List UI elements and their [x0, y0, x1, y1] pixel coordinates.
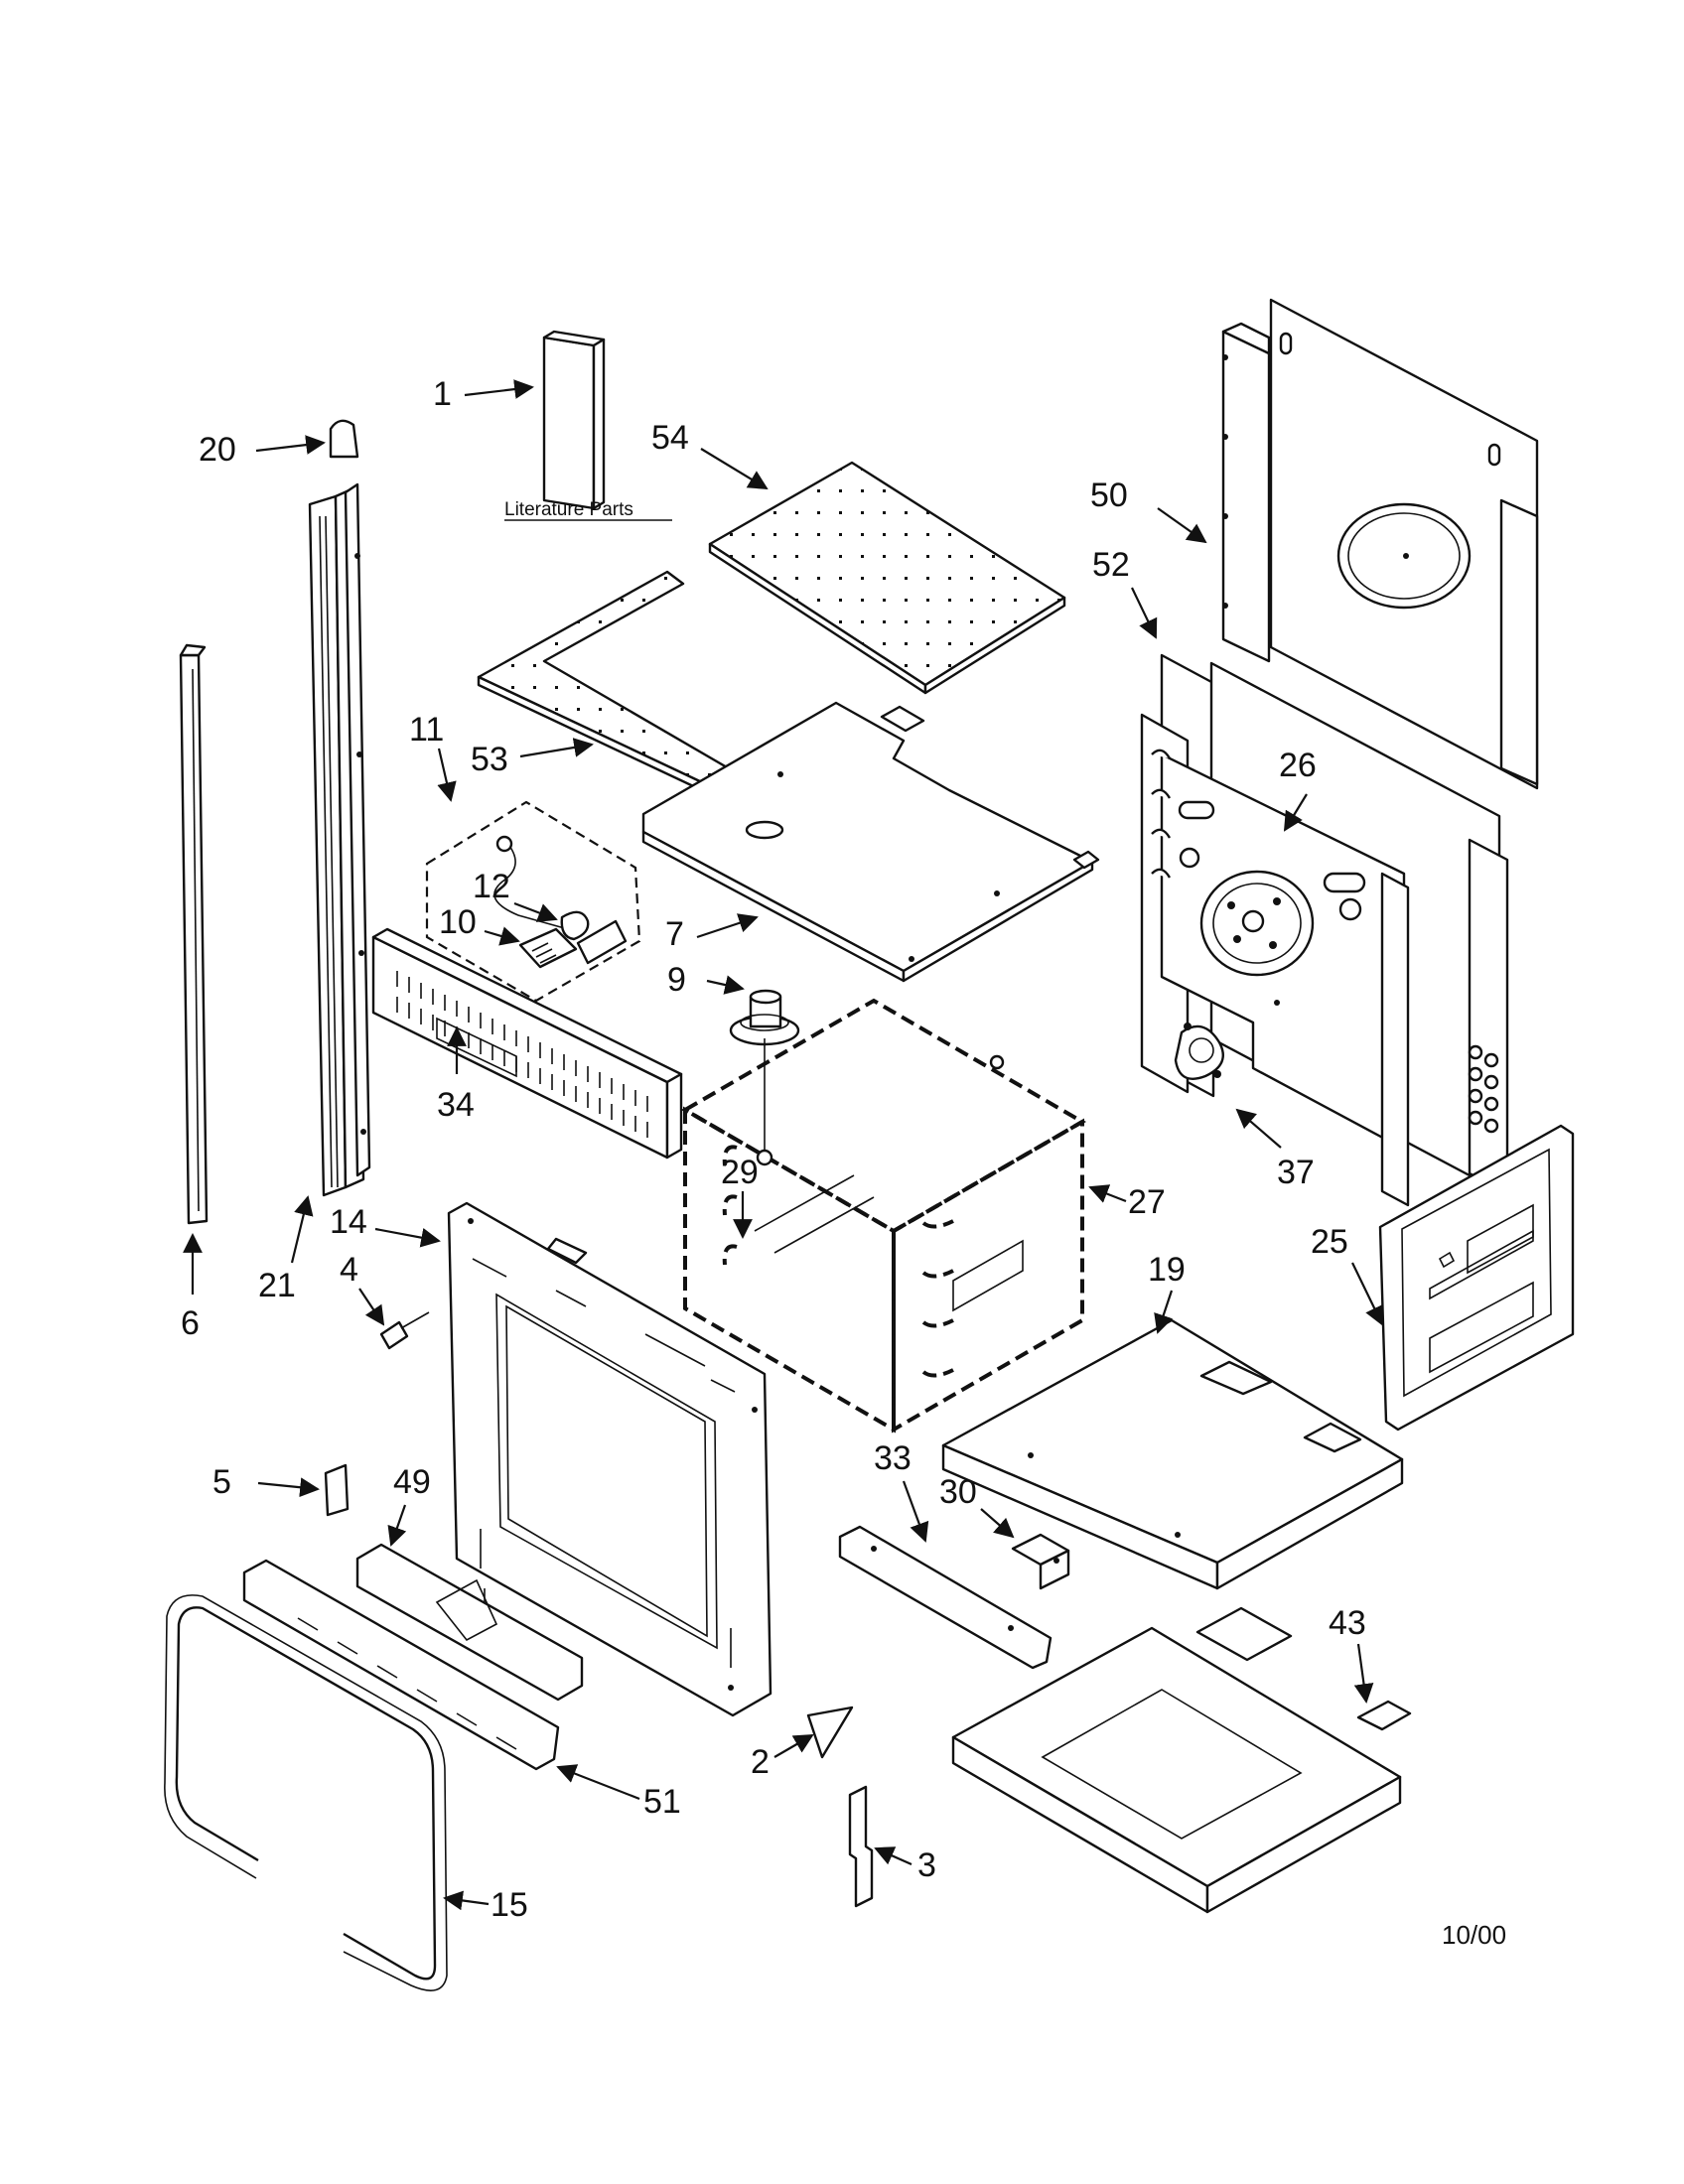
callout-4: 4 [340, 1251, 358, 1289]
callout-10: 10 [439, 903, 477, 941]
callout-54: 54 [651, 419, 689, 457]
part-30-bracket [1011, 1533, 1070, 1590]
part-37-thermal-switch [1174, 1023, 1224, 1080]
part-4-screw [379, 1311, 430, 1350]
literature-book: Literature Parts [504, 330, 672, 521]
part-2-gusset [806, 1706, 854, 1759]
part-15-door-gasket [164, 1594, 448, 1991]
part-5-clip [324, 1463, 350, 1517]
callout-labels: 1 20 54 50 52 11 53 26 12 10 7 9 34 29 2… [181, 375, 1366, 1924]
part-43-bottom-tray [951, 1606, 1412, 1914]
callout-1: 1 [433, 375, 452, 413]
literature-parts-label: Literature Parts [504, 499, 633, 520]
callout-53: 53 [471, 741, 508, 778]
part-25-side-panel [1378, 1124, 1575, 1432]
part-51-kick-plate [242, 1559, 560, 1771]
part-19-bottom-cover [941, 1318, 1404, 1590]
callout-51: 51 [643, 1783, 681, 1821]
callout-33: 33 [874, 1439, 912, 1477]
callout-12: 12 [473, 868, 510, 905]
callout-3: 3 [917, 1846, 936, 1884]
part-21-side-trim [308, 482, 371, 1197]
part-27-oven-liner [681, 998, 1086, 1433]
callout-6: 6 [181, 1304, 200, 1342]
part-50-rear-panel [1221, 298, 1539, 790]
callout-30: 30 [939, 1473, 977, 1511]
callout-5: 5 [212, 1463, 231, 1501]
part-6-side-strip [179, 643, 209, 1225]
part-7-top-panel [641, 701, 1100, 983]
callout-34: 34 [437, 1086, 475, 1124]
callout-52: 52 [1092, 546, 1130, 584]
part-49-bracket [355, 1543, 584, 1702]
callout-11: 11 [409, 711, 444, 749]
part-34-vent-grille [371, 927, 683, 1160]
part-9-fan-motor [729, 989, 800, 1152]
callout-14: 14 [330, 1203, 367, 1241]
callout-2: 2 [751, 1743, 770, 1781]
part-20-cap [329, 419, 359, 459]
callout-21: 21 [258, 1267, 296, 1304]
callout-20: 20 [199, 431, 236, 469]
callout-37: 37 [1277, 1154, 1315, 1191]
callout-43: 43 [1329, 1604, 1366, 1642]
part-54-insulation-panel [708, 461, 1066, 695]
part-14-front-frame [447, 1201, 772, 1717]
part-11-light-assembly [425, 800, 641, 1003]
callout-49: 49 [393, 1463, 431, 1501]
part-33-rail [838, 1525, 1052, 1670]
callout-15: 15 [491, 1886, 528, 1924]
callout-26: 26 [1279, 747, 1317, 784]
date-code: 10/00 [1442, 1920, 1506, 1950]
part-26-rear-convection-panel [1140, 713, 1410, 1207]
callout-19: 19 [1148, 1251, 1186, 1289]
callout-50: 50 [1090, 477, 1128, 514]
callout-29: 29 [721, 1154, 759, 1191]
part-3-clip [848, 1785, 874, 1908]
callout-lines [183, 379, 1384, 1911]
callout-7: 7 [665, 915, 684, 953]
callout-25: 25 [1311, 1223, 1348, 1261]
callout-27: 27 [1128, 1183, 1166, 1221]
callout-9: 9 [667, 961, 686, 999]
